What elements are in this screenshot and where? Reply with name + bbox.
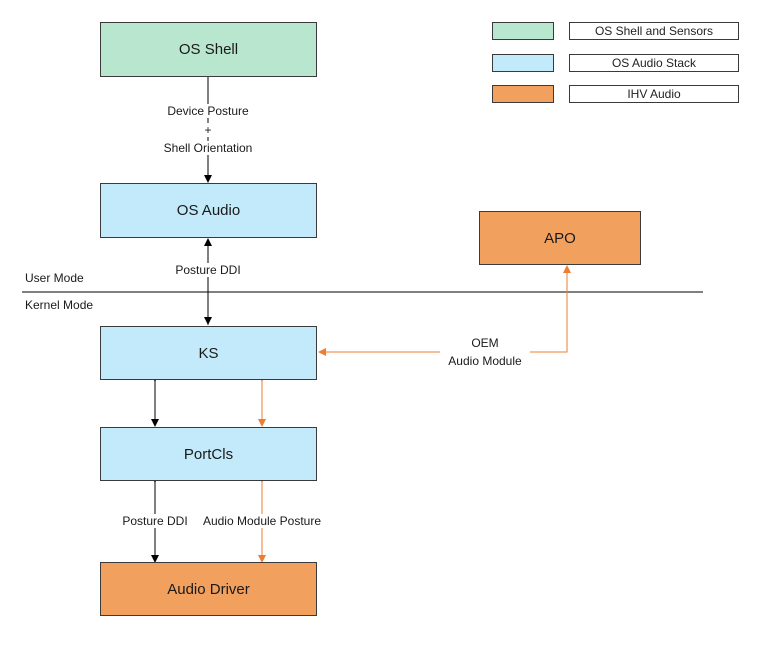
legend-label-shell: OS Shell and Sensors — [569, 22, 739, 40]
portcls-box: PortCls — [100, 427, 317, 481]
legend-swatch-ihv — [492, 85, 554, 103]
legend-swatch-audio-stack — [492, 54, 554, 72]
ks-box: KS — [100, 326, 317, 380]
shell-orientation-label: Shell Orientation — [150, 141, 266, 155]
audio-driver-box: Audio Driver — [100, 562, 317, 616]
kernel-mode-label: Kernel Mode — [25, 298, 94, 312]
audio-module-posture-label: Audio Module Posture — [198, 514, 326, 528]
plus-label: + — [198, 123, 218, 137]
legend-label-audio-stack: OS Audio Stack — [569, 54, 739, 72]
posture-ddi-top-label: Posture DDI — [168, 263, 248, 277]
posture-ddi-bottom-label: Posture DDI — [117, 514, 193, 528]
device-posture-label: Device Posture — [158, 104, 258, 118]
apo-box: APO — [479, 211, 641, 265]
user-mode-label: User Mode — [25, 271, 84, 285]
audio-module-label: Audio Module — [440, 354, 530, 368]
oem-to-apo-arrow — [530, 265, 571, 353]
os-shell-box: OS Shell — [100, 22, 317, 77]
oem-label: OEM — [445, 336, 525, 350]
os-audio-box: OS Audio — [100, 183, 317, 238]
legend-label-ihv: IHV Audio — [569, 85, 739, 103]
legend-swatch-shell — [492, 22, 554, 40]
